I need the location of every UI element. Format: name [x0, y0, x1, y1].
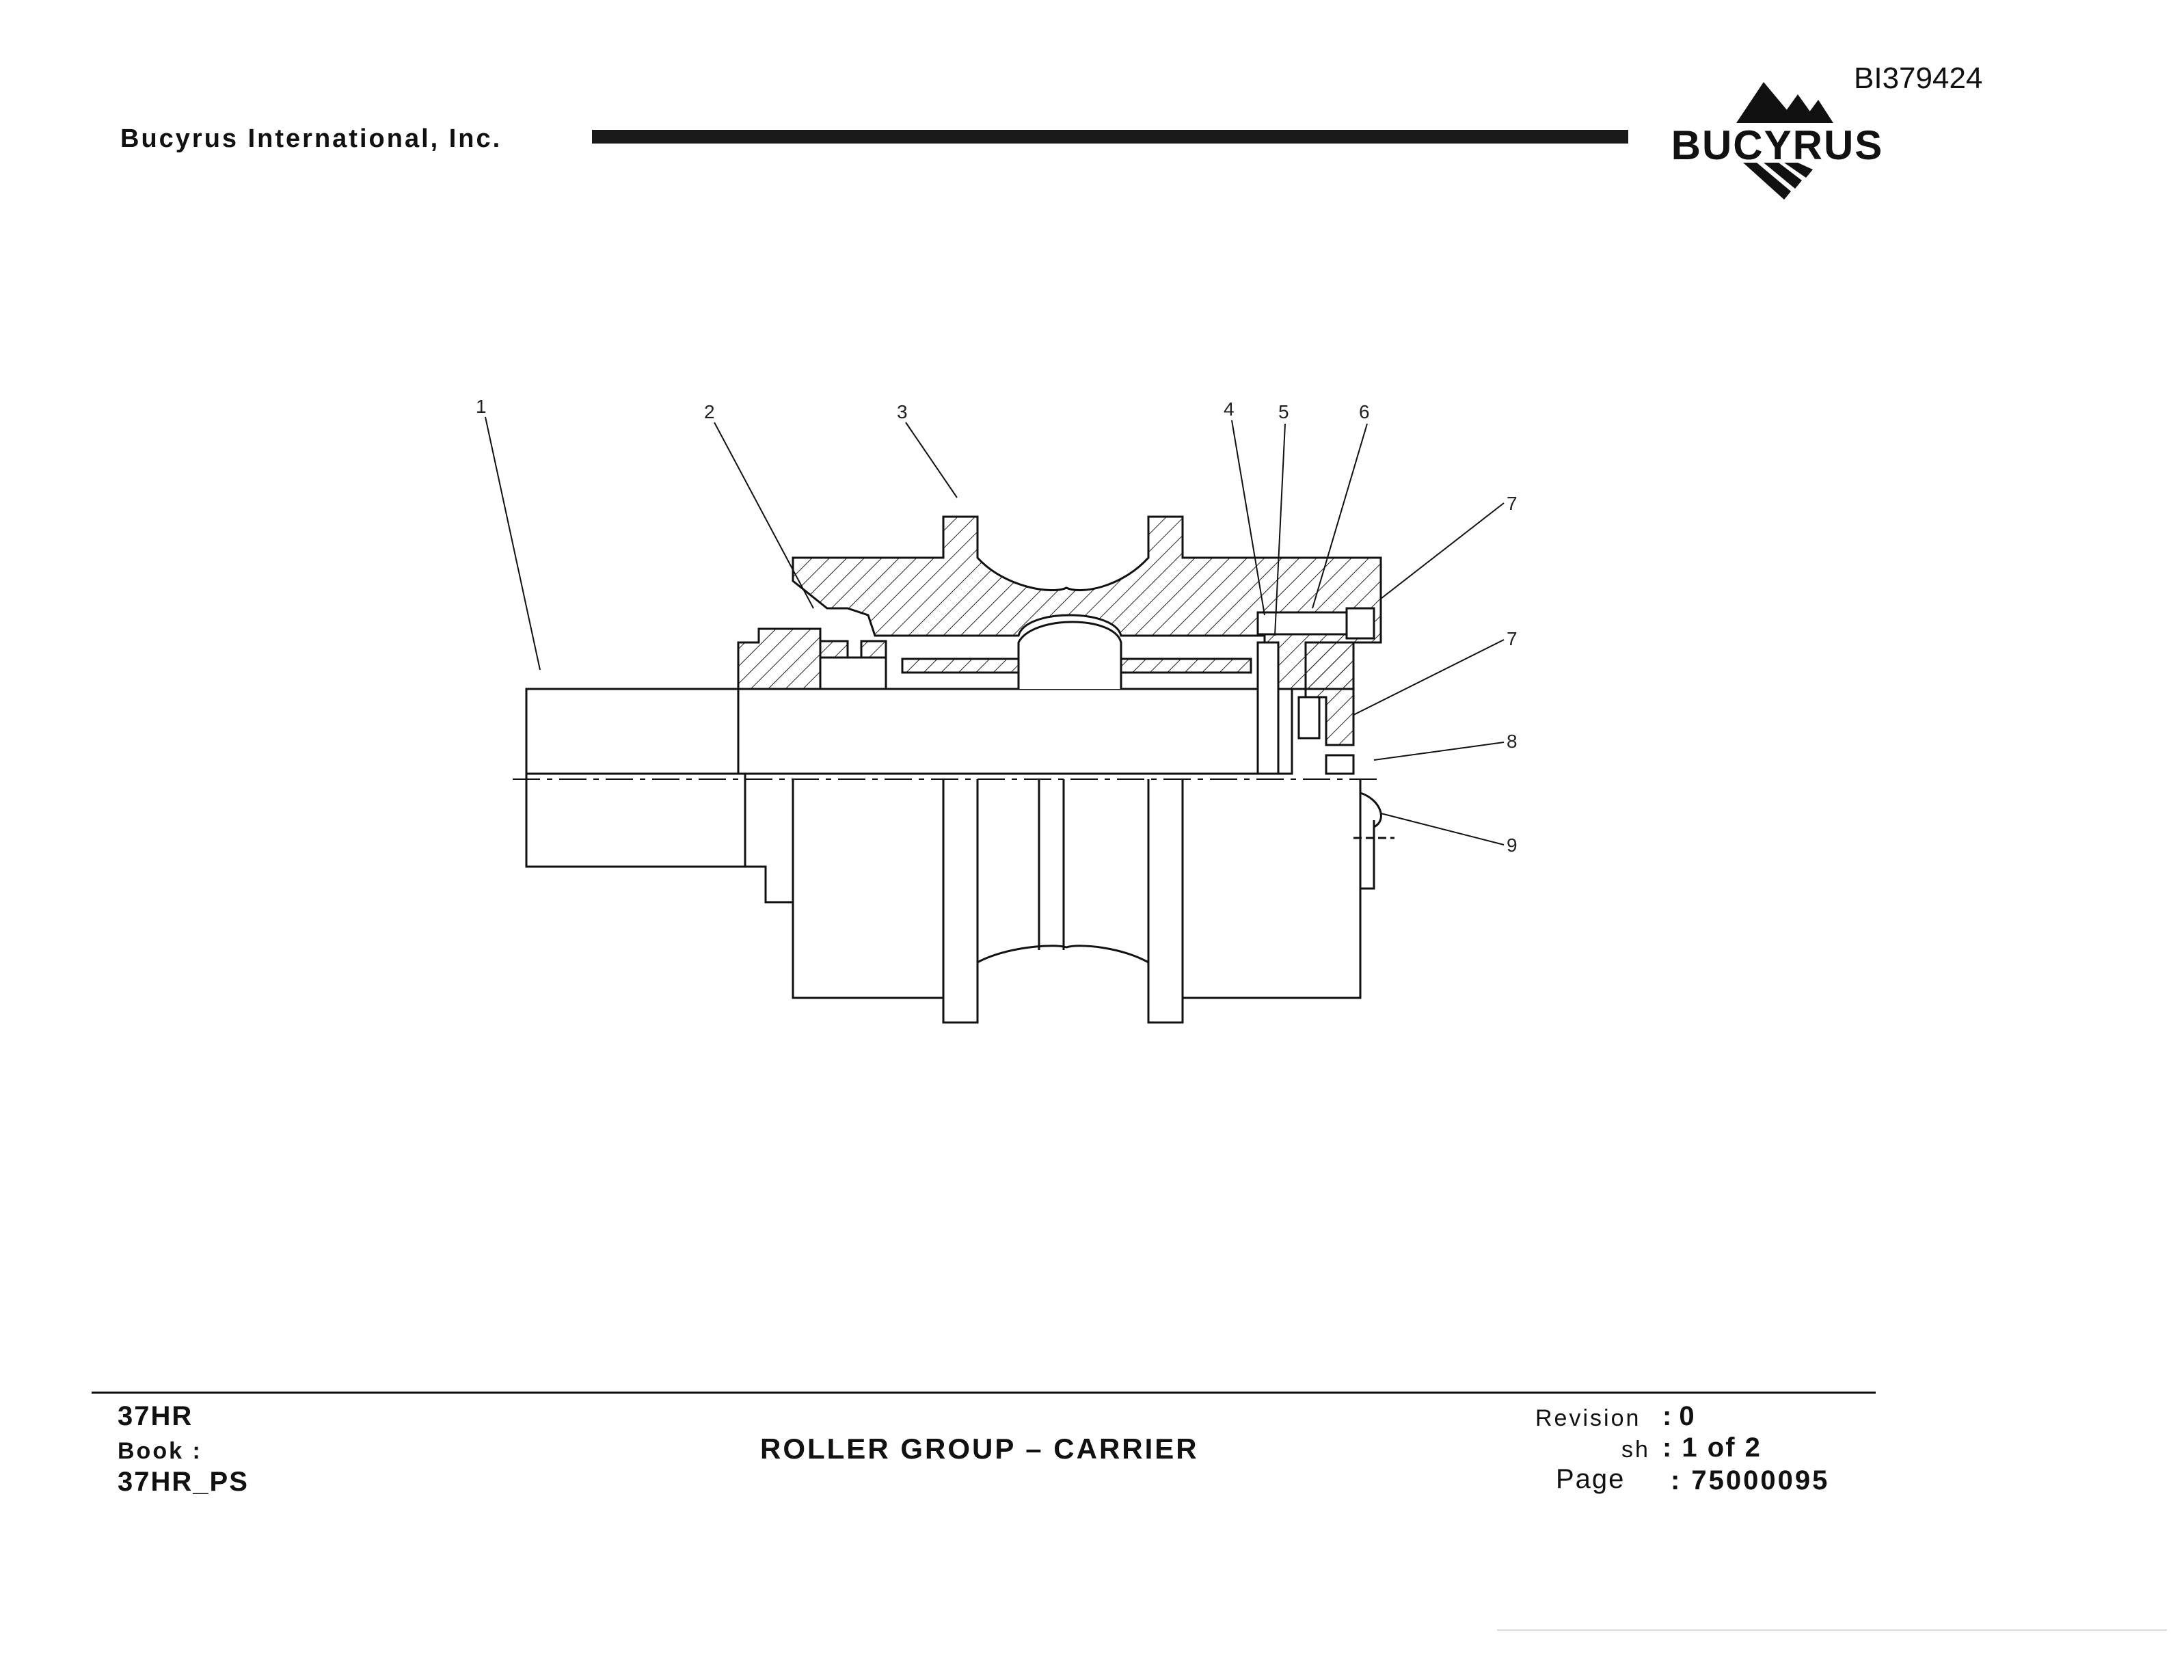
model-number: 37HR	[118, 1401, 193, 1431]
roller-cross-section-drawing: 1 2 3 4 5 6 7 7 8 9	[465, 383, 1572, 1073]
revision-label: Revision	[1535, 1405, 1641, 1431]
scan-edge-line	[1497, 1629, 2167, 1631]
callout-9: 9	[1507, 835, 1518, 856]
logo-wordmark: BUCYRUS	[1671, 122, 1884, 168]
page-label: Page	[1556, 1464, 1626, 1494]
callout-6: 6	[1359, 401, 1370, 422]
roller-cross-section: 1 2 3 4 5 6 7 7 8 9	[476, 396, 1518, 1024]
callout-3: 3	[897, 401, 908, 422]
callout-8: 8	[1507, 731, 1518, 752]
book-label: Book :	[118, 1438, 202, 1464]
bucyrus-logo: BUCYRUS	[1661, 75, 1893, 205]
header-rule	[592, 130, 1628, 144]
shaft	[525, 688, 1293, 775]
callout-2: 2	[704, 401, 715, 422]
callout-4: 4	[1224, 398, 1235, 420]
bucyrus-logo-icon	[1736, 82, 1833, 200]
callout-5: 5	[1278, 401, 1289, 422]
callout-7a: 7	[1507, 493, 1518, 514]
callout-1: 1	[476, 396, 487, 417]
book-value: 37HR_PS	[118, 1467, 249, 1497]
document-id: BI379424	[1854, 62, 1983, 95]
page-value: : 75000095	[1671, 1465, 1830, 1495]
footer-rule	[92, 1392, 1876, 1394]
callout-7b: 7	[1507, 628, 1518, 649]
revision-value: : 0	[1662, 1401, 1695, 1431]
drawing-title: ROLLER GROUP – CARRIER	[760, 1433, 1199, 1465]
sheet-value: : 1 of 2	[1662, 1433, 1762, 1463]
company-name: Bucyrus International, Inc.	[120, 124, 502, 153]
sheet-label: sh	[1621, 1437, 1650, 1463]
